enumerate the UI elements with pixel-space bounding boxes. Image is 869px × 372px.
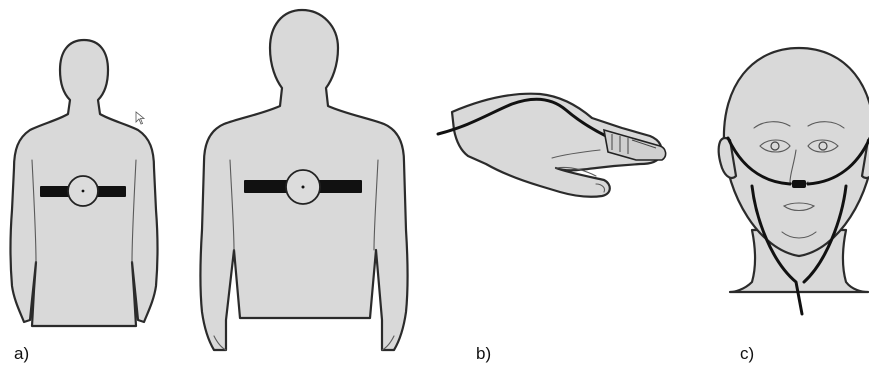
panel-label-c: c): [740, 344, 754, 364]
panel-a-male-chest-belt: [201, 10, 408, 350]
chest-sensor-dot: [82, 190, 85, 193]
head-silhouette: [724, 48, 869, 256]
panel-b-finger-sensor: [438, 94, 666, 197]
chest-sensor-dot: [302, 186, 305, 189]
panel-c-nasal-cannula: [719, 48, 869, 314]
panel-a-female-chest-belt: [11, 40, 158, 326]
cursor-arrow-icon: [136, 112, 144, 124]
cannula-prongs: [792, 180, 806, 188]
panel-label-a: a): [14, 344, 29, 364]
panel-label-b: b): [476, 344, 491, 364]
